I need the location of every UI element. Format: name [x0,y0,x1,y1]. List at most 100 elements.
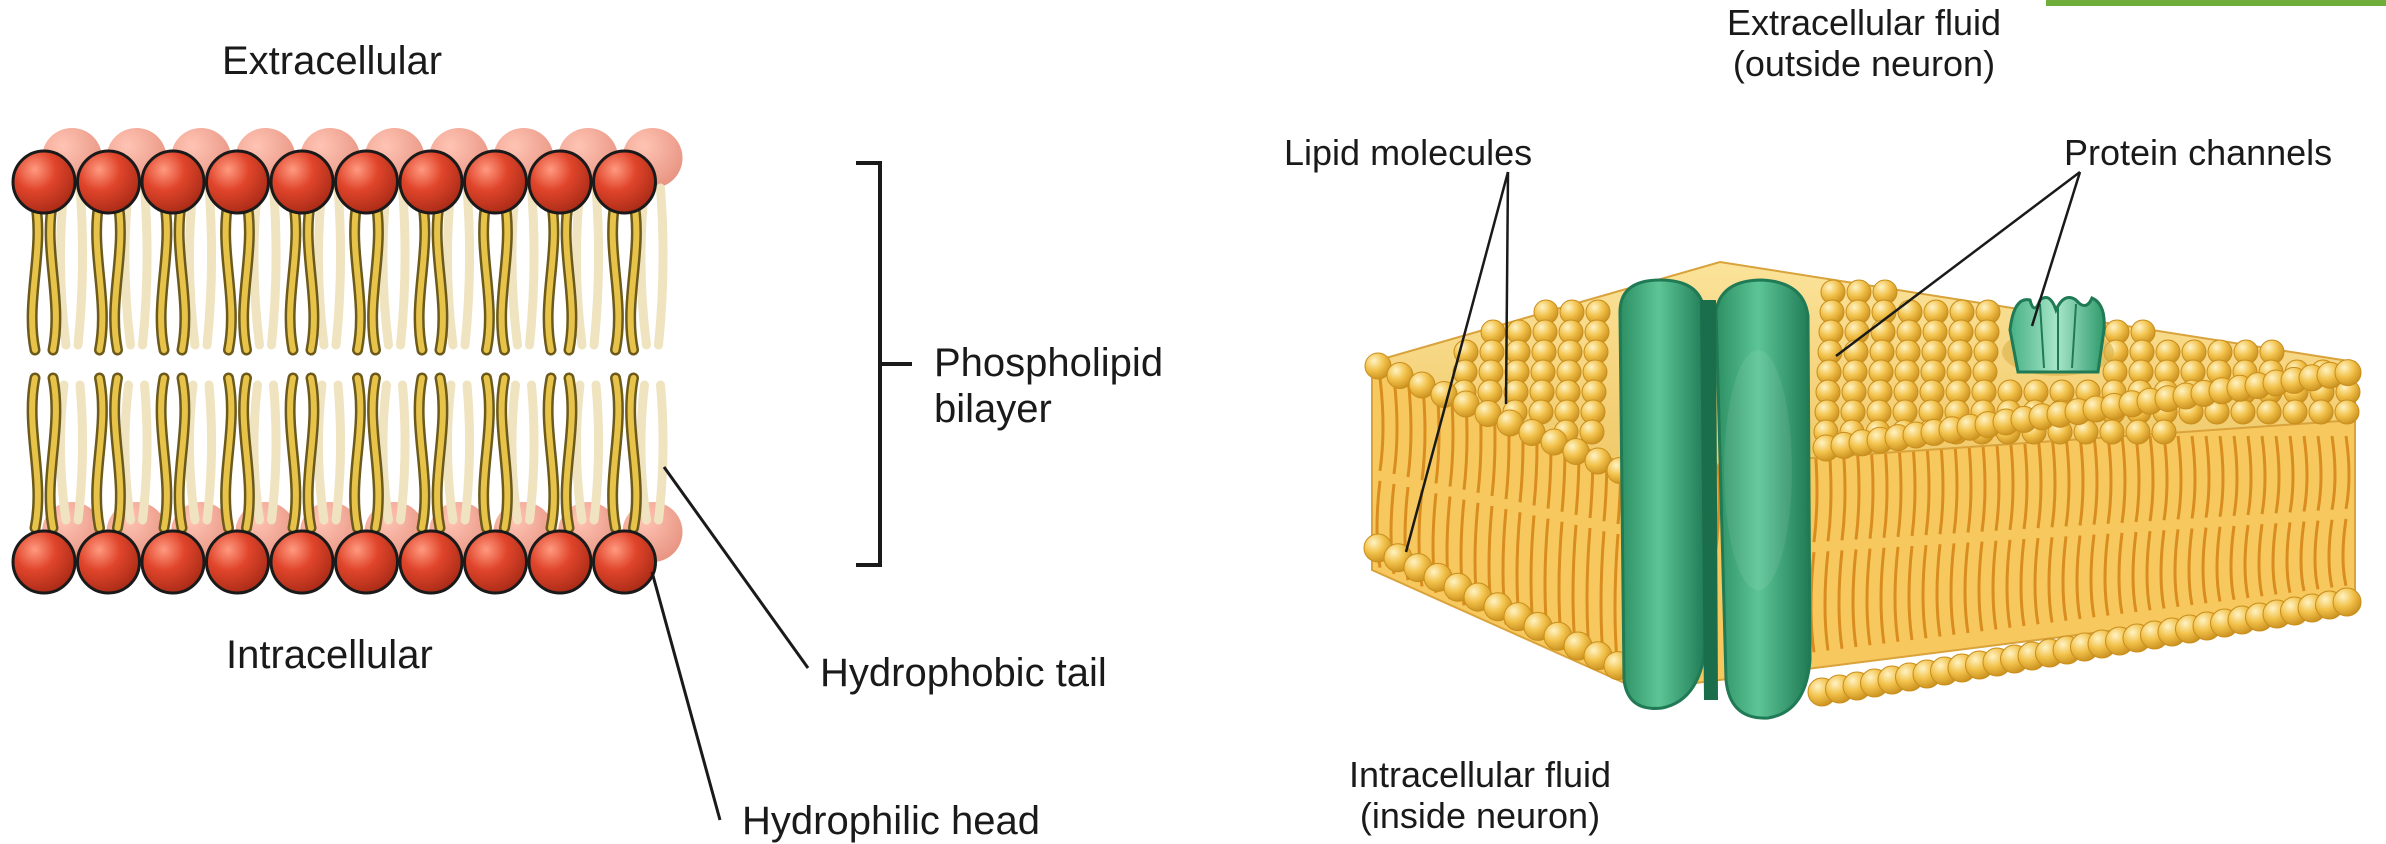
extracellular-fluid-line1: Extracellular fluid [1726,2,2002,43]
back-tail [138,183,152,350]
intracellular-fluid-line2: (inside neuron) [1359,795,1601,837]
hydrophilic-head [398,529,464,595]
membrane-tail [2159,530,2166,609]
membrane-tail [2302,435,2309,512]
intracellular-label: Intracellular [226,633,433,677]
back-tail [525,183,539,350]
membrane-tail [2075,535,2082,620]
membrane-block-illustration [1363,260,2362,720]
membrane-tail [2246,435,2253,516]
membrane-tail [2176,435,2183,520]
membrane-tail [2173,529,2180,608]
back-tail [267,380,281,525]
back-tail [636,183,651,350]
phospholipid-bilayer-illustration [11,128,683,595]
membrane-tail [1949,543,1956,635]
hydrophilic-head [527,529,593,595]
membrane-tail [2215,526,2222,602]
membrane-tail [1935,544,1942,637]
hydrophobic-tail-fill [480,197,493,353]
membrane-tail [2232,435,2239,517]
hydrophobic-tail-fill [369,197,382,353]
bilayer-label-line2: bilayer [934,387,1052,431]
back-tail [202,380,217,525]
membrane-tail [2078,435,2085,526]
membrane-tail [1963,542,1970,634]
hydrophobic-tail-fill [93,197,106,353]
hydrophobic-tail-fill [305,197,317,353]
membrane-tail [2103,533,2110,616]
membrane-tail [1378,377,1385,472]
hydrophilic-head [269,529,335,595]
back-tail [589,183,604,350]
membrane-tail [2064,435,2071,527]
hydrophobic-tail-fill [29,197,41,353]
hydrophobic-tail-fill [287,375,299,531]
hydrophilic-head [205,529,270,595]
extracellular-label: Extracellular [222,39,443,83]
membrane-tail [2229,525,2236,601]
hydrophobic-tail-fill [609,197,622,353]
membrane-tail [2187,528,2194,606]
back-tail [73,183,88,350]
back-tail [138,380,152,525]
membrane-tail [2089,534,2096,618]
corner-accent-bar [2046,0,2386,6]
small-protein-channel [2002,296,2114,376]
back-tail [378,380,393,525]
extracellular-fluid-line2: (outside neuron) [1732,43,1996,85]
back-tail [396,183,410,350]
back-tail [120,380,135,525]
back-tail [378,183,393,350]
hydrophobic-tail-fill [93,375,106,531]
membrane-tail [1879,547,1886,644]
hydrophobic-tail-fill [498,375,511,531]
membrane-tail [2134,435,2141,523]
back-tail [442,380,458,525]
membrane-tail [2201,527,2208,604]
membrane-tail [2257,523,2264,597]
hydrophobic-tail-fill [563,197,575,353]
membrane-tail [2260,435,2267,515]
hydrophilic-head [205,149,270,215]
back-tail [202,183,217,350]
back-tail [460,380,475,525]
membrane-tail [2285,522,2292,594]
lipid-sphere [2125,419,2151,445]
lipid-sphere [2151,419,2177,445]
back-tail [396,380,410,525]
hydrophobic-tail-fill [351,197,364,353]
hydrophobic-tail-fill [369,375,382,531]
extracellular-fluid-label: Extracellular fluid (outside neuron) [1674,2,2054,85]
hydrophilic-head [592,149,657,215]
lipid-sphere [1579,419,1605,445]
hydrophobic-tail-fill [240,197,253,353]
hydrophobic-tail-fill [545,197,557,353]
membrane-tail [2148,435,2155,522]
membrane-tail [2341,518,2348,587]
hydrophilic-head [398,149,464,215]
membrane-tail [2243,524,2250,599]
membrane-tail [2313,520,2320,590]
back-tail [507,183,522,350]
back-tail [654,380,668,525]
back-tail [460,183,475,350]
back-tail [331,183,346,350]
membrane-tail [2344,435,2351,510]
back-tail [507,380,522,525]
hydrophobic-tail-fill [158,375,170,531]
back-tail [249,183,264,350]
hydrophilic-head [76,149,141,215]
hydrophilic-head [463,529,528,595]
back-tail [184,380,200,525]
back-tail [525,380,539,525]
membrane-tail [1837,550,1844,649]
back-tail [55,380,71,525]
membrane-tail [1991,540,1998,630]
membrane-tail [2131,531,2138,613]
hydrophobic-tail-fill [47,197,59,353]
back-tail [249,380,264,525]
protein-channels-label: Protein channels [2064,132,2333,173]
membrane-tail [2005,539,2012,628]
